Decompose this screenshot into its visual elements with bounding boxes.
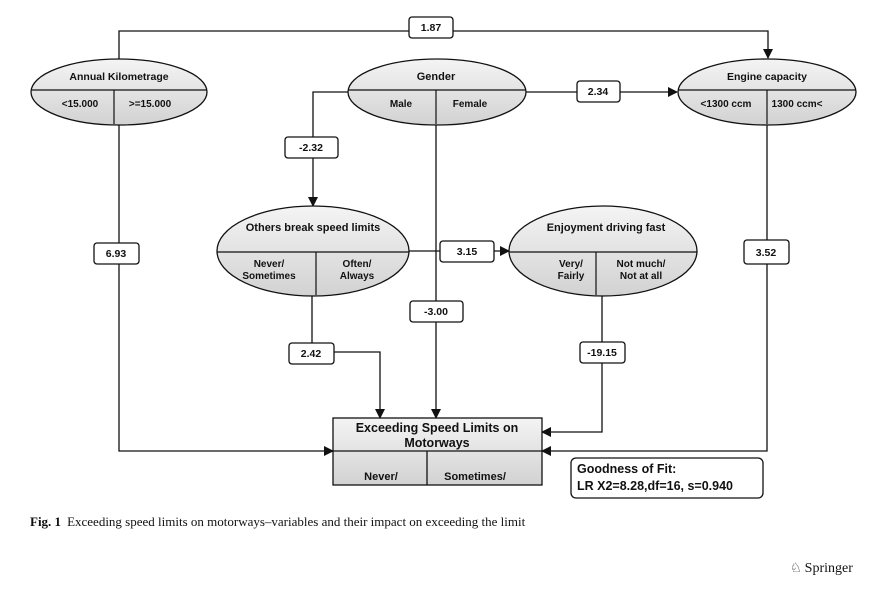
coef-box-enjoy-target [579,341,626,364]
goodness-of-fit-title: Goodness of Fit: [577,462,676,476]
coef-others-enjoy: 3.15 [457,246,478,258]
edge-gender-others [308,87,356,207]
figure-caption-text: Exceeding speed limits on motorways–vari… [67,514,526,529]
engine-title: Engine capacity [727,71,807,83]
enjoy-left-1: Very/ [559,259,583,270]
goodness-of-fit-stats: LR X2=8.28,df=16, s=0.940 [577,479,733,493]
coef-box-km-target [93,242,140,265]
target-left: Never/ [364,471,398,483]
publisher-name: Springer [804,561,853,576]
springer-horse-icon: ♘ [790,560,802,575]
coef-box-gender-others [284,136,339,159]
coef-box-others-target [288,342,335,365]
coef-others-target: 2.42 [301,348,322,360]
target-title-2: Motorways [404,436,469,450]
enjoy-right-1: Not much/ [617,259,666,270]
coef-gender-engine: 2.34 [588,86,609,98]
coef-enjoy-target: -19.15 [587,347,617,359]
node-gender [347,58,527,126]
figure-label: Fig. 1 [30,514,62,529]
edge-others-target [311,296,385,419]
coef-gender-target: -3.00 [424,306,448,318]
gender-left: Male [390,99,413,110]
coef-km-engine: 1.87 [421,22,442,34]
engine-right: 1300 ccm< [772,99,823,110]
enjoy-title: Enjoyment driving fast [547,222,666,234]
node-others-break-limits [216,205,410,297]
coef-box-gender-engine [576,80,621,103]
edge-enjoy-target [541,296,603,437]
gender-right: Female [453,99,488,110]
engine-left: <1300 ccm [701,99,752,110]
annual-km-title: Annual Kilometrage [69,71,168,83]
enjoy-right-2: Not at all [620,271,662,282]
enjoy-left-2: Fairly [558,271,585,282]
edge-km-target [118,125,334,456]
node-annual-kilometrage [30,58,208,126]
coef-box-engine-target [743,239,790,265]
goodness-of-fit-box [570,457,764,499]
annual-km-right: >=15.000 [129,99,172,110]
others-title: Others break speed limits [246,222,381,234]
coef-km-target: 6.93 [106,248,127,260]
others-left-2: Sometimes [242,271,296,282]
publisher-logo: ♘Springer [790,560,853,577]
others-right-2: Always [340,271,375,282]
others-left-1: Never/ [254,259,285,270]
coef-box-km-engine [408,16,454,39]
target-right: Sometimes/ [444,471,506,483]
coef-box-others-enjoy [439,240,495,263]
node-enjoyment-driving-fast [508,205,698,297]
coef-gender-others: -2.32 [299,142,323,154]
coef-engine-target: 3.52 [756,247,777,259]
gender-title: Gender [417,71,456,83]
figure-caption: Fig. 1 Exceeding speed limits on motorway… [30,514,525,530]
edge-engine-target [541,125,768,456]
annual-km-left: <15.000 [62,99,99,110]
coef-box-gender-target [409,300,464,323]
target-title-1: Exceeding Speed Limits on [356,421,519,435]
others-right-1: Often/ [343,259,372,270]
